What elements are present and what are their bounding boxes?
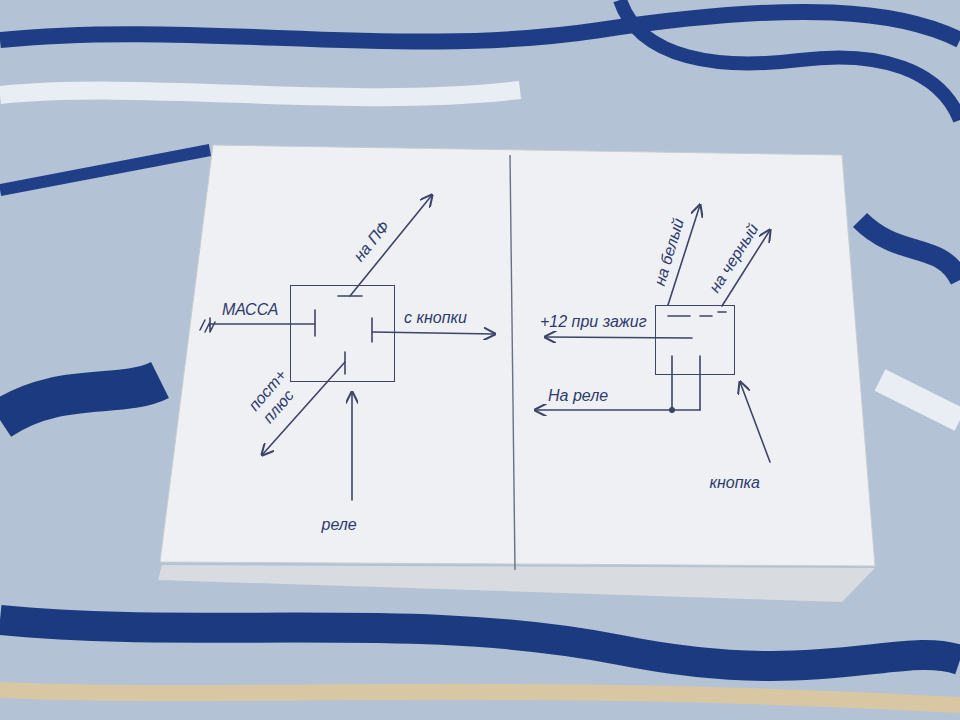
carpet-band bbox=[0, 90, 520, 97]
button-box: кнопка bbox=[655, 305, 735, 375]
relay-terminal bbox=[314, 310, 316, 336]
wire-label: с кнопки bbox=[404, 308, 467, 327]
carpet-band bbox=[0, 150, 210, 190]
carpet-band bbox=[860, 220, 960, 280]
paper bbox=[158, 145, 875, 602]
fold-line bbox=[510, 155, 515, 570]
lead-arrow bbox=[372, 332, 495, 334]
wire-label: На реле bbox=[548, 386, 608, 405]
wire-label: МАССА bbox=[222, 300, 278, 319]
button-terminal bbox=[668, 312, 726, 316]
lead-arrow bbox=[350, 195, 432, 296]
callout-arrow bbox=[740, 382, 770, 462]
carpet-band bbox=[880, 380, 960, 420]
node-caption: кнопка bbox=[710, 473, 761, 492]
wire-label: +12 при зажиг bbox=[540, 312, 647, 331]
paper-sheet bbox=[158, 565, 875, 602]
lead-line bbox=[672, 356, 700, 410]
node-caption: реле bbox=[322, 515, 357, 534]
carpet-band bbox=[0, 380, 160, 420]
lead-arrow bbox=[545, 337, 692, 338]
carpet-band bbox=[620, 0, 960, 120]
carpet-band bbox=[0, 620, 960, 666]
carpet-band bbox=[0, 12, 960, 42]
wiring bbox=[200, 195, 770, 500]
lead-line bbox=[210, 323, 315, 325]
callout-arrow bbox=[351, 392, 353, 500]
lead-arrow bbox=[535, 409, 700, 411]
ground-symbol bbox=[200, 318, 215, 332]
junction-dot bbox=[670, 408, 674, 412]
relay-terminal bbox=[371, 318, 373, 342]
paper-sheet bbox=[160, 145, 875, 566]
relay-box: реле bbox=[290, 285, 395, 382]
carpet-band bbox=[0, 690, 960, 705]
